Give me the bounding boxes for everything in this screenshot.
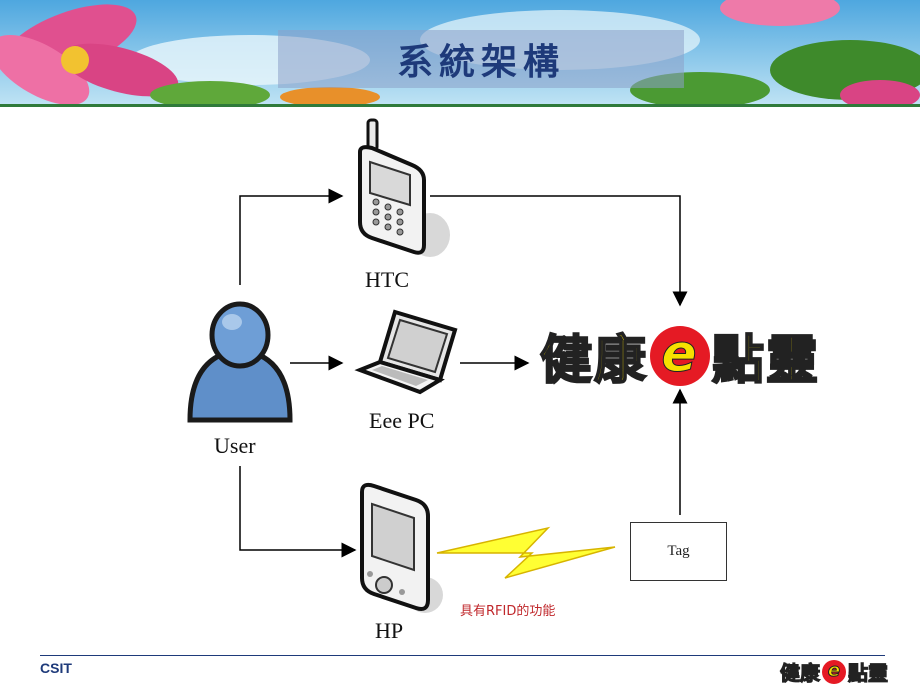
arrow-user-to-htc: [239, 188, 344, 285]
hp-label: HP: [375, 618, 404, 643]
title-box: 系統架構: [278, 30, 684, 88]
laptop-icon: [354, 309, 458, 395]
banner-background: [0, 0, 920, 105]
tag-label: Tag: [667, 543, 690, 559]
user-label: User: [214, 433, 256, 458]
hp-pda-icon: [360, 482, 443, 613]
footer-logo-e-badge: e: [822, 659, 846, 684]
eeepc-label: Eee PC: [369, 408, 435, 433]
htc-label: HTC: [365, 267, 409, 292]
logo-text-part1: 健康: [539, 330, 649, 392]
banner-divider: [0, 104, 920, 107]
user-icon: [187, 301, 293, 423]
logo-e-badge: e: [650, 325, 711, 386]
arrow-htc-to-system: [430, 195, 688, 307]
htc-phone-icon: [358, 118, 450, 257]
header-banner: 系統架構: [0, 0, 920, 105]
arrow-user-to-hp: [239, 466, 357, 558]
footer-org-label: CSIT: [40, 660, 72, 676]
rfid-note: 具有RFID的功能: [460, 604, 556, 619]
lightning-icon: [436, 526, 616, 579]
page-title: 系統架構: [396, 41, 565, 83]
flower-right-icon: [720, 0, 920, 105]
flower-left-icon: [0, 4, 179, 105]
logo-text-part2: 點靈: [711, 330, 821, 392]
footer-divider: [40, 655, 885, 656]
footer-logo: 健康 e 點靈: [780, 657, 889, 686]
footer-logo-part1: 健康: [780, 661, 821, 686]
rfid-tag-box: Tag: [630, 522, 727, 581]
system-logo: 健康 e 點靈: [539, 318, 821, 393]
footer-logo-part2: 點靈: [848, 661, 889, 686]
